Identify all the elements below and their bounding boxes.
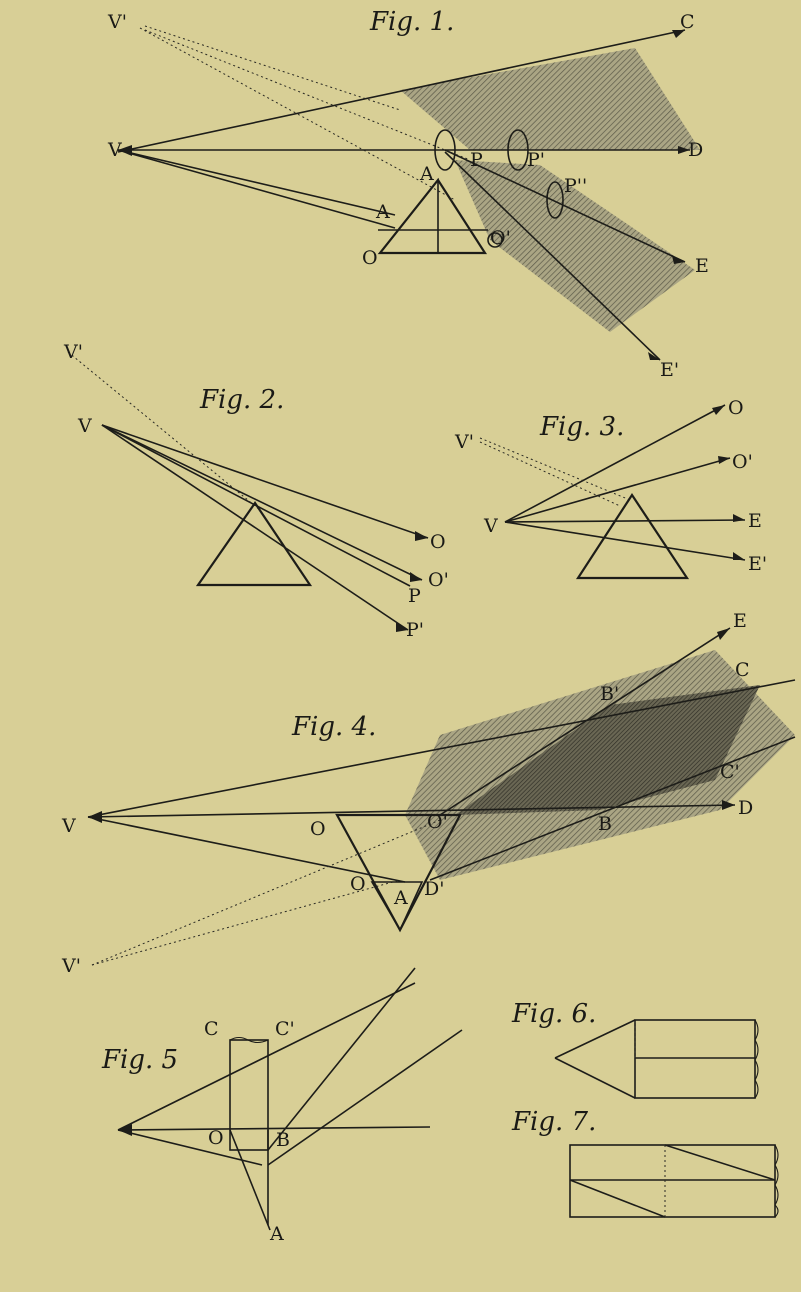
figure-4 (87, 627, 796, 966)
fig1-label-v-prime: V' (107, 11, 127, 33)
fig3-label-e-prime: E' (748, 553, 767, 575)
fig5-label-o: O (208, 1127, 224, 1149)
fig5-label-c: C (204, 1018, 219, 1040)
fig1-title: Fig. 1. (369, 7, 454, 37)
fig5-label-c-prime: C' (275, 1018, 295, 1040)
fig1-label-p: P (470, 149, 483, 171)
fig4-label-d-prime: D' (424, 878, 444, 900)
fig4-label-o: O (310, 818, 326, 840)
fig4-label-v: V (61, 815, 76, 837)
fig4-label-b-prime: B' (600, 683, 619, 705)
fig1-label-a2: A (375, 201, 390, 223)
figure-7 (569, 1144, 779, 1218)
fig4-label-o-prime: O' (427, 811, 448, 833)
fig2-prism (195, 501, 313, 587)
fig2-title: Fig. 2. (199, 385, 284, 415)
fig3-title: Fig. 3. (539, 412, 624, 442)
fig4-label-e: E (733, 610, 747, 632)
fig3-label-o: O (728, 397, 744, 419)
fig1-lens-p-prime (507, 129, 529, 171)
fig5-title: Fig. 5 (101, 1045, 178, 1075)
fig4-label-d: D (738, 797, 753, 819)
fig4-prism (335, 813, 462, 933)
fig1-lens-p-dbl (546, 181, 564, 219)
figure-5 (117, 967, 463, 1231)
fig3-label-o-prime: O' (732, 451, 753, 473)
fig5-block (229, 1039, 269, 1151)
fig3-prism (575, 492, 690, 580)
fig4-label-o-dbl: O (350, 873, 366, 895)
fig6-title: Fig. 6. (511, 999, 596, 1029)
fig1-label-o-prime: O' (490, 227, 511, 249)
fig1-label-e-prime: E' (660, 359, 679, 381)
fig4-beam-inner (455, 685, 760, 815)
fig2-label-o: O (430, 531, 446, 553)
fig4-label-a: A (393, 887, 408, 909)
fig2-label-o-prime: O' (428, 569, 449, 591)
fig7-block (569, 1144, 776, 1218)
fig2-label-p-prime: P' (406, 619, 424, 641)
fig1-label-v: V (107, 139, 122, 161)
fig4-label-b: B (598, 813, 612, 835)
fig4-label-v-prime: V' (61, 955, 81, 977)
fig4-title: Fig. 4. (291, 712, 376, 742)
fig4-label-c-prime: C' (720, 761, 740, 783)
fig7-title: Fig. 7. (511, 1107, 596, 1137)
fig1-beam-upper (400, 48, 700, 150)
fig3-label-v-prime: V' (454, 431, 474, 453)
fig1-label-d: D (688, 139, 703, 161)
fig1-lens-p (434, 129, 456, 171)
fig2-label-v: V (77, 415, 92, 437)
fig1-label-c: C (680, 11, 695, 33)
figure-6 (554, 1019, 759, 1099)
fig4-label-c: C (735, 659, 750, 681)
fig3-label-v: V (483, 515, 498, 537)
figure-3 (479, 404, 746, 580)
fig5-label-b: B (276, 1129, 290, 1151)
fig1-beam-lower (455, 160, 695, 332)
fig6-block (634, 1019, 756, 1099)
fig1-label-p-dbl: P'' (564, 175, 587, 197)
fig3-label-e: E (748, 510, 762, 532)
fig1-label-o: O (362, 247, 378, 269)
fig1-label-a: A (419, 163, 434, 185)
fig1-label-p-prime: P' (527, 149, 545, 171)
fig2-label-v-prime: V' (63, 341, 83, 363)
fig1-label-e: E (695, 255, 709, 277)
fig2-label-p: P (408, 585, 421, 607)
figure-2 (67, 351, 429, 632)
fig5-label-a: A (269, 1223, 284, 1245)
figure-1 (117, 25, 700, 361)
